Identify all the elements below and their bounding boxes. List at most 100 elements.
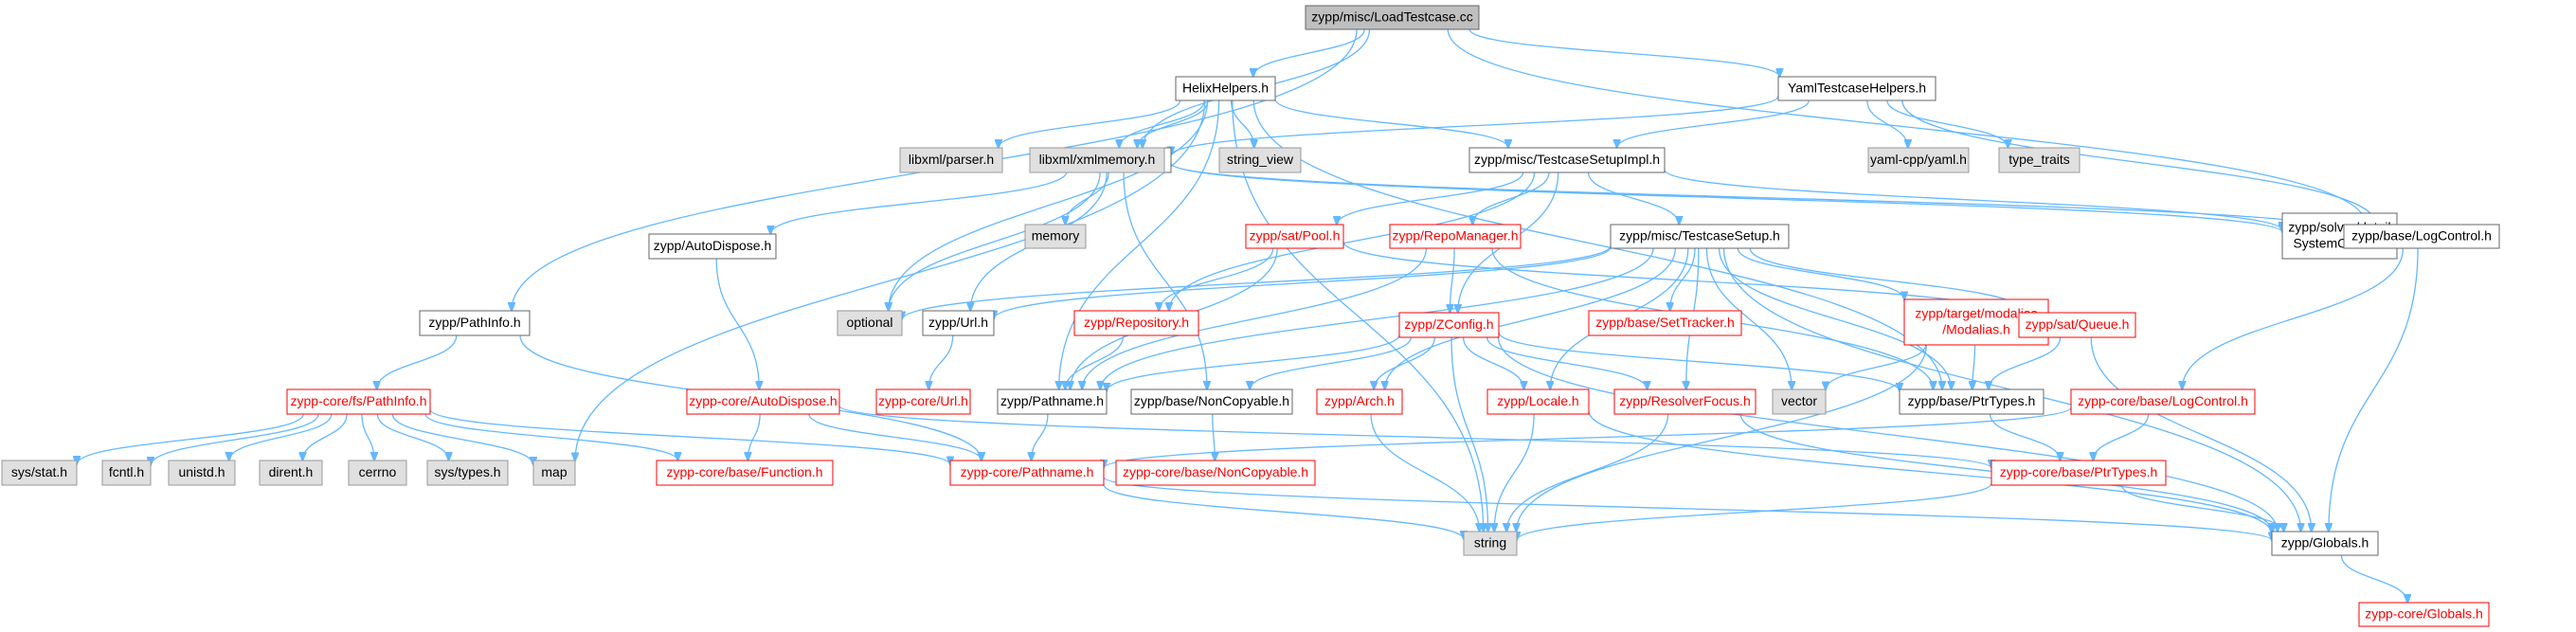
node-map[interactable]: map [532, 460, 576, 486]
node-box [1777, 76, 1937, 101]
node-coreurl[interactable]: zypp-core/Url.h [875, 388, 971, 415]
node-arch[interactable]: zypp/Arch.h [1316, 388, 1403, 415]
node-box [837, 310, 903, 336]
node-unistd[interactable]: unistd.h [168, 460, 236, 486]
node-vector[interactable]: vector [1772, 388, 1827, 415]
edge-corepathname-to-globals [1103, 476, 2272, 540]
node-box [1130, 388, 1293, 415]
edge-zconfig-to-noncopy [1250, 336, 1412, 389]
node-coreptrtypes[interactable]: zypp-core/base/PtrTypes.h [1991, 460, 2167, 486]
node-repository[interactable]: zypp/Repository.h [1073, 310, 1199, 336]
node-string[interactable]: string [1463, 531, 1518, 556]
node-box [1463, 531, 1518, 556]
node-label: zypp/AutoDispose.h [654, 238, 772, 253]
node-settracker[interactable]: zypp/base/SetTracker.h [1588, 310, 1742, 336]
node-noncopy[interactable]: zypp/base/NonCopyable.h [1130, 388, 1293, 415]
edge-tsetup-to-settracker [1670, 247, 1696, 311]
edge-corefspathinfo-to-map [391, 413, 533, 465]
node-dirent[interactable]: dirent.h [259, 460, 323, 486]
node-url[interactable]: zypp/Url.h [922, 310, 995, 336]
node-zconfig[interactable]: zypp/ZConfig.h [1398, 312, 1500, 338]
node-corefspathinfo[interactable]: zypp-core/fs/PathInfo.h [286, 388, 431, 415]
edge-corefspathinfo-to-fcntl [151, 413, 319, 465]
edge-modalias-to-string [1517, 344, 1927, 532]
node-label: zypp-core/base/NonCopyable.h [1123, 464, 1308, 479]
node-satqueue[interactable]: zypp/sat/Queue.h [2018, 312, 2136, 338]
node-libxmlparser[interactable]: libxml/parser.h [899, 147, 1003, 173]
node-fcntl[interactable]: fcntl.h [101, 460, 152, 486]
edge-satpool-to-repository [1159, 247, 1274, 311]
node-yamlcpp[interactable]: yaml-cpp/yaml.h [1867, 147, 1970, 173]
node-box [1588, 310, 1742, 336]
edge-corefspathinfo-to-corepathname [429, 408, 950, 464]
edge-loadtc-to-syscheck [1170, 162, 2282, 232]
node-libxmlmem[interactable]: libxml/xmlmemory.h [1029, 147, 1165, 173]
node-memory[interactable]: memory [1024, 224, 1087, 249]
edge-corefspathinfo-to-corefunction [424, 413, 677, 460]
edge-zconfig-to-globals [1497, 336, 2278, 532]
node-tsetup[interactable]: zypp/misc/TestcaseSetup.h [1610, 224, 1790, 249]
edge-autodispose-to-coreautodispose [715, 258, 759, 389]
edge-coreautodispose-to-corefunction [748, 413, 761, 460]
node-coreglobals[interactable]: zypp-core/Globals.h [2358, 602, 2490, 627]
edge-repomgr-to-pathname [1082, 247, 1428, 389]
node-cerrno[interactable]: cerrno [348, 460, 407, 486]
node-tsimpl[interactable]: zypp/misc/TestcaseSetupImpl.h [1468, 147, 1666, 173]
node-label: HelixHelpers.h [1182, 80, 1269, 95]
edge-coreautodispose-to-corepathname [808, 413, 982, 460]
edge-zconfig-to-string [1450, 336, 1488, 532]
node-stringview[interactable]: string_view [1218, 147, 1302, 173]
edge-loadtc-to-memory [1065, 172, 1109, 225]
edge-globals-to-coreglobals [2340, 554, 2407, 603]
node-corenoncopy[interactable]: zypp-core/base/NonCopyable.h [1115, 460, 1316, 486]
node-label: string_view [1227, 152, 1294, 167]
node-corepathname[interactable]: zypp-core/Pathname.h [949, 460, 1105, 486]
node-coreautodispose[interactable]: zypp-core/AutoDispose.h [686, 388, 840, 415]
node-pathname[interactable]: zypp/Pathname.h [997, 388, 1108, 415]
node-locale[interactable]: zypp/Locale.h [1486, 388, 1590, 415]
edge-tsimpl-to-repomgr [1472, 172, 1550, 225]
node-globals[interactable]: zypp/Globals.h [2271, 531, 2379, 556]
node-label: YamlTestcaseHelpers.h [1788, 80, 1926, 95]
edge-ptrtypes-to-coreptrtypes [1989, 413, 2061, 460]
node-systypes[interactable]: sys/types.h [426, 460, 509, 486]
edge-corefspathinfo-to-sysstat [77, 413, 304, 464]
node-box [419, 310, 531, 336]
edge-zconfig-to-pathname [1107, 334, 1400, 391]
node-sysstat[interactable]: sys/stat.h [1, 460, 78, 486]
node-corelogctl[interactable]: zypp-core/base/LogControl.h [2070, 388, 2256, 415]
edge-zconfig-to-ptrtypes [1498, 332, 1900, 391]
node-label: string [1474, 534, 1506, 550]
node-box [1610, 224, 1790, 249]
node-optional[interactable]: optional [837, 310, 903, 336]
node-label: type_traits [2009, 152, 2070, 167]
edge-tsimpl-to-repository [1169, 172, 1536, 311]
node-corefunction[interactable]: zypp-core/base/Function.h [656, 460, 834, 486]
node-label: zypp/Arch.h [1324, 393, 1395, 408]
node-typetraits[interactable]: type_traits [1998, 147, 2081, 173]
node-label: zypp/sat/Queue.h [2026, 316, 2130, 332]
node-yaml[interactable]: YamlTestcaseHelpers.h [1777, 76, 1937, 101]
node-label: zypp/target/modalias/Modalias.h [1915, 305, 2037, 336]
edge-yaml-to-logctl [1901, 99, 2376, 225]
node-logctl[interactable]: zypp/base/LogControl.h [2343, 224, 2500, 249]
edge-root-to-helix [1253, 28, 1365, 77]
node-pathinfo[interactable]: zypp/PathInfo.h [419, 310, 531, 336]
edge-coreptrtypes-to-string [1517, 482, 1992, 540]
node-helix[interactable]: HelixHelpers.h [1175, 76, 1276, 101]
node-label: zypp/ResolverFocus.h [1619, 393, 1751, 408]
node-box [1398, 312, 1500, 338]
node-box [1218, 147, 1302, 173]
node-repomgr[interactable]: zypp/RepoManager.h [1389, 224, 1522, 249]
node-ptrtypes[interactable]: zypp/base/PtrTypes.h [1899, 388, 2045, 415]
node-label: zypp-core/base/PtrTypes.h [2000, 464, 2158, 479]
edge-yaml-to-loadtc [1171, 95, 1779, 155]
node-root[interactable]: zypp/misc/LoadTestcase.cc [1305, 5, 1480, 30]
node-label: optional [846, 315, 892, 330]
node-autodispose[interactable]: zypp/AutoDispose.h [648, 233, 777, 260]
node-label: zypp-core/Url.h [878, 393, 968, 408]
node-box [1, 460, 78, 486]
node-satpool[interactable]: zypp/sat/Pool.h [1245, 224, 1344, 249]
node-label: zypp-core/Pathname.h [961, 464, 1094, 479]
node-resfocus[interactable]: zypp/ResolverFocus.h [1613, 388, 1756, 415]
